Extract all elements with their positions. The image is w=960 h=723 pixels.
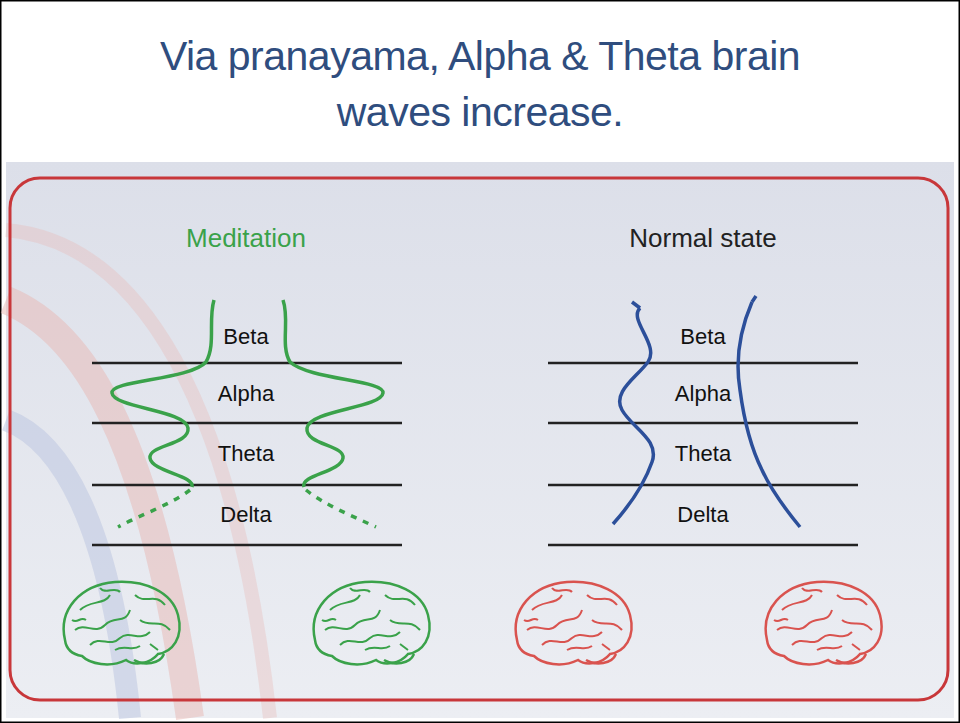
band-lines: [92, 363, 858, 545]
brain-icon: [516, 582, 882, 665]
brain-icon: [64, 582, 430, 665]
band-label: Alpha: [675, 381, 731, 407]
band-label: Alpha: [218, 381, 274, 407]
band-label: Beta: [680, 324, 725, 350]
column-heading: Meditation: [186, 223, 306, 254]
column-heading: Normal state: [629, 223, 776, 254]
band-label: Theta: [218, 441, 274, 467]
panel-background: [6, 162, 954, 718]
title: Via pranayama, Alpha & Theta brain waves…: [100, 28, 860, 140]
band-label: Delta: [677, 502, 728, 528]
meditation-wave: [112, 300, 383, 527]
red-frame: [10, 178, 948, 700]
band-label: Theta: [675, 441, 731, 467]
normal-wave: [613, 296, 800, 527]
band-label: Delta: [220, 502, 271, 528]
background-swirl: [6, 420, 130, 718]
background-swirl: [6, 230, 270, 718]
band-label: Beta: [223, 324, 268, 350]
